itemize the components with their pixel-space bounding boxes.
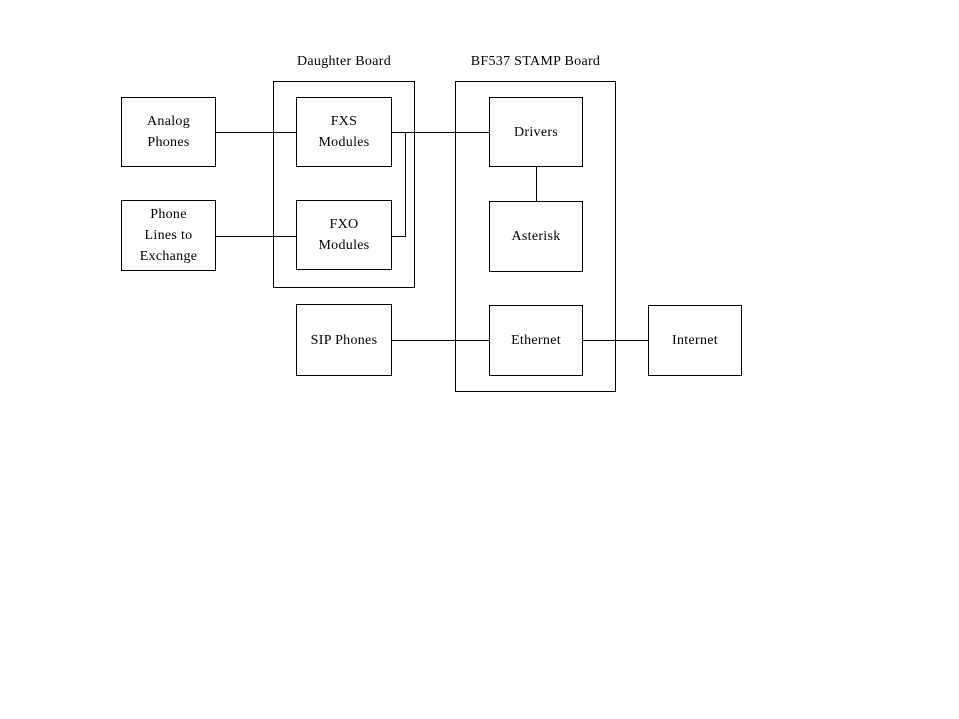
connector-sip-phones-to-ethernet (392, 340, 489, 341)
node-ethernet: Ethernet (489, 305, 583, 376)
daughter-board-group-outline (273, 81, 415, 288)
connector-fxo-modules-riser (405, 132, 406, 237)
bf537-stamp-board-group-outline (455, 81, 616, 392)
node-fxs-modules: FXS Modules (296, 97, 392, 167)
node-phone-lines-to-exchange: Phone Lines to Exchange (121, 200, 216, 271)
connector-phone-lines-to-fxo-modules (216, 236, 296, 237)
node-analog-phones: Analog Phones (121, 97, 216, 167)
node-sip-phones: SIP Phones (296, 304, 392, 376)
bf537-stamp-board-label: BF537 STAMP Board (470, 54, 601, 69)
connector-drivers-to-asterisk (536, 167, 537, 201)
node-drivers: Drivers (489, 97, 583, 167)
node-asterisk: Asterisk (489, 201, 583, 272)
node-internet: Internet (648, 305, 742, 376)
daughter-board-label: Daughter Board (296, 54, 391, 69)
node-fxo-modules: FXO Modules (296, 200, 392, 270)
connector-ethernet-to-internet (583, 340, 648, 341)
connector-analog-phones-to-fxs-modules (216, 132, 296, 133)
connector-fxs-modules-to-drivers (392, 132, 489, 133)
connector-fxo-modules-stub (392, 236, 406, 237)
